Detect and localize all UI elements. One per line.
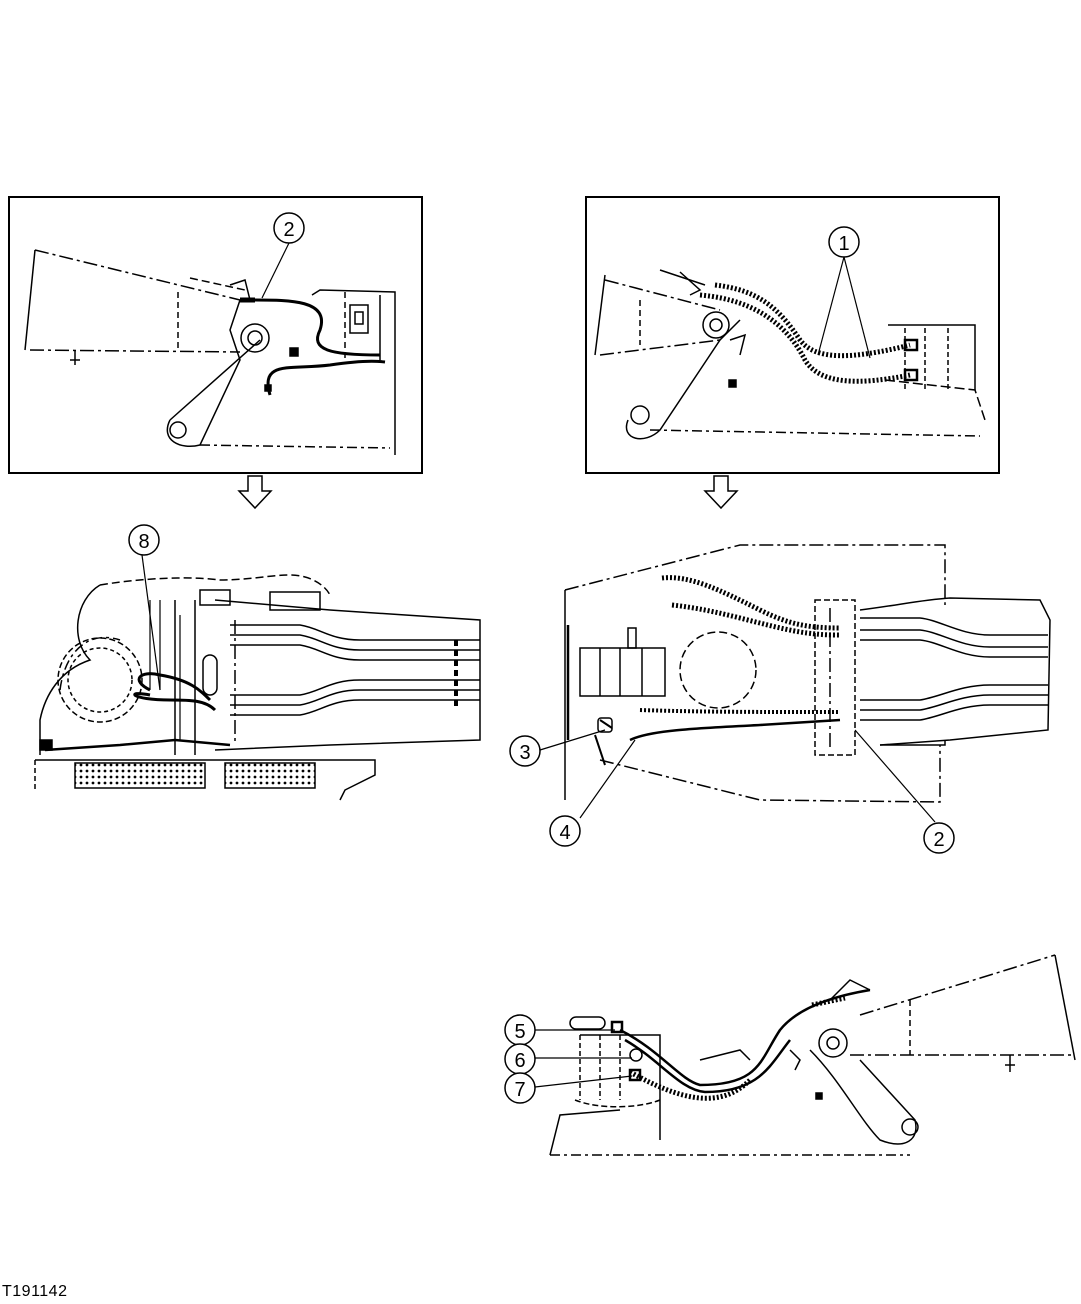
detail-view-left <box>8 196 423 474</box>
callout-3: 3 <box>509 735 541 767</box>
detail-frame-left <box>8 196 423 474</box>
callout-4: 4 <box>549 815 581 847</box>
top-view-right <box>564 544 1051 803</box>
tread-plate-right <box>224 762 316 789</box>
callout-4-label: 4 <box>559 822 570 844</box>
top-view-left <box>34 574 481 801</box>
callout-1: 1 <box>828 226 860 258</box>
callout-2-top: 2 <box>273 212 305 244</box>
callout-5: 5 <box>504 1014 536 1046</box>
callout-6: 6 <box>504 1043 536 1075</box>
callout-2-mid: 2 <box>923 822 955 854</box>
callout-2-mid-label: 2 <box>933 829 944 851</box>
callout-8: 8 <box>128 524 160 556</box>
tread-plate-left <box>74 762 206 789</box>
callout-3-label: 3 <box>519 742 530 764</box>
callout-7-label: 7 <box>514 1079 525 1101</box>
side-view-bottom <box>549 954 1076 1156</box>
detail-frame-right <box>585 196 1000 474</box>
callout-7: 7 <box>504 1072 536 1104</box>
figure-id: T191142 <box>2 1283 68 1300</box>
callout-6-label: 6 <box>514 1050 525 1072</box>
arrow-down-left <box>237 475 273 510</box>
callout-5-label: 5 <box>514 1021 525 1043</box>
callout-2-top-label: 2 <box>283 219 294 241</box>
callout-8-label: 8 <box>138 531 149 553</box>
callout-1-label: 1 <box>838 233 849 255</box>
arrow-down-right <box>703 475 739 510</box>
detail-view-right <box>585 196 1000 474</box>
leader-lines <box>141 242 936 1088</box>
